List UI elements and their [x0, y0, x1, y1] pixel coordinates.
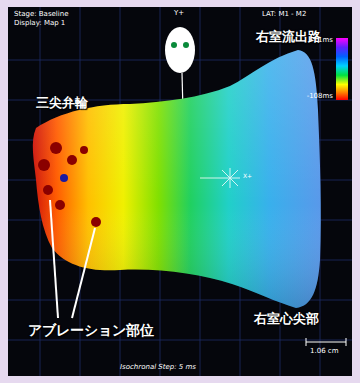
ablation-points [38, 142, 101, 227]
grid [8, 7, 352, 376]
scale-min: -108ms [307, 92, 333, 100]
leader-lines [50, 200, 95, 318]
scale-max: -11ms [311, 36, 333, 44]
region-label: 右室心尖部 [254, 312, 319, 327]
step-text: Isochronal Step: 5 ms [120, 363, 196, 371]
ablation-label: アブレーション部位 [28, 322, 154, 338]
color-scale [336, 38, 348, 100]
region-label: 三尖弁輪 [36, 96, 88, 111]
display-text: Display: Map 1 [14, 19, 65, 27]
stage-text: Stage: Baseline [14, 10, 69, 18]
scale-text: 1.06 cm [310, 347, 338, 355]
right-ventricle-shell [33, 50, 321, 308]
axis-label: X+ [243, 173, 252, 180]
axis-marker [200, 168, 240, 188]
screen-ground [8, 7, 352, 376]
lat-text: LAT: M1 - M2 [262, 10, 306, 18]
shell-shading [33, 50, 321, 308]
axis-label: Y+ [174, 9, 184, 17]
scale-bar [306, 338, 346, 346]
